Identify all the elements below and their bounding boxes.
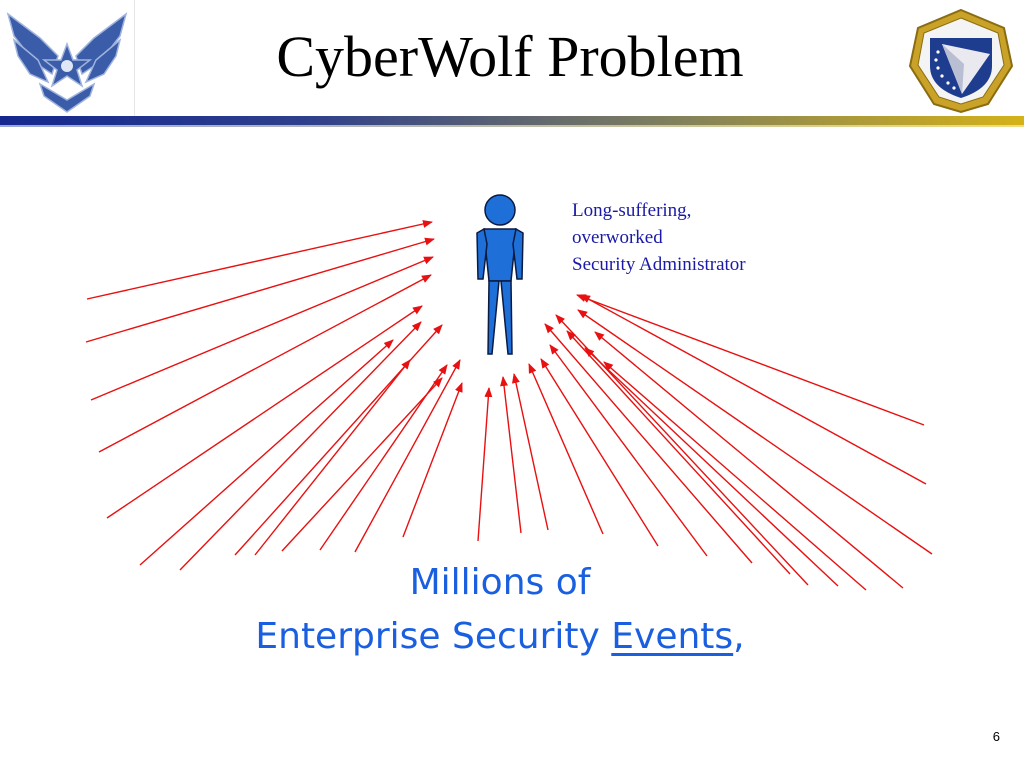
event-arrow (281, 377, 443, 552)
event-arrow (86, 220, 433, 300)
events-caption-suffix: , (733, 616, 745, 657)
event-arrows (85, 220, 933, 591)
event-arrow (319, 364, 448, 551)
events-caption-line2: Enterprise Security Events, (120, 610, 880, 664)
event-arrow (549, 344, 708, 557)
events-caption-prefix: Enterprise Security (255, 616, 612, 657)
air-force-wings-icon (6, 12, 128, 113)
page-title: CyberWolf Problem (276, 24, 744, 89)
administrator-figure-icon (476, 194, 524, 355)
afrl-emblem-icon (908, 8, 1014, 114)
administrator-label-line: Long-suffering, (572, 200, 692, 221)
event-arrow (576, 294, 925, 426)
event-arrow (544, 323, 753, 564)
event-arrow (179, 321, 422, 571)
event-arrow (85, 237, 435, 343)
event-arrow (139, 339, 394, 566)
event-arrow (603, 361, 867, 591)
event-arrow (98, 274, 432, 453)
event-arrow (106, 305, 423, 519)
event-arrow (584, 347, 839, 587)
events-caption: Millions of Enterprise Security Events, (120, 556, 880, 664)
administrator-label-line: Security Administrator (572, 254, 746, 275)
event-arrow (512, 373, 549, 531)
event-arrow (500, 376, 522, 534)
event-arrow (594, 331, 904, 589)
event-arrow (566, 330, 791, 575)
afrl-logo (908, 8, 1014, 114)
header-divider (0, 116, 1024, 127)
event-arrow (528, 363, 604, 535)
event-arrow (90, 256, 434, 401)
administrator-label: Long-suffering, overworked Security Admi… (572, 197, 812, 278)
page-number: 6 (992, 729, 1000, 744)
event-arrow (577, 309, 933, 555)
air-force-logo (0, 0, 135, 116)
event-arrow (402, 382, 463, 538)
event-arrow (254, 359, 411, 556)
events-word-link: Events (611, 616, 734, 657)
event-arrow (540, 358, 659, 547)
event-arrow (234, 324, 443, 556)
event-arrow (354, 359, 461, 553)
events-caption-line1: Millions of (409, 562, 591, 603)
event-arrow (580, 294, 927, 485)
event-arrow (477, 387, 493, 542)
administrator-label-line: overworked (572, 227, 663, 248)
